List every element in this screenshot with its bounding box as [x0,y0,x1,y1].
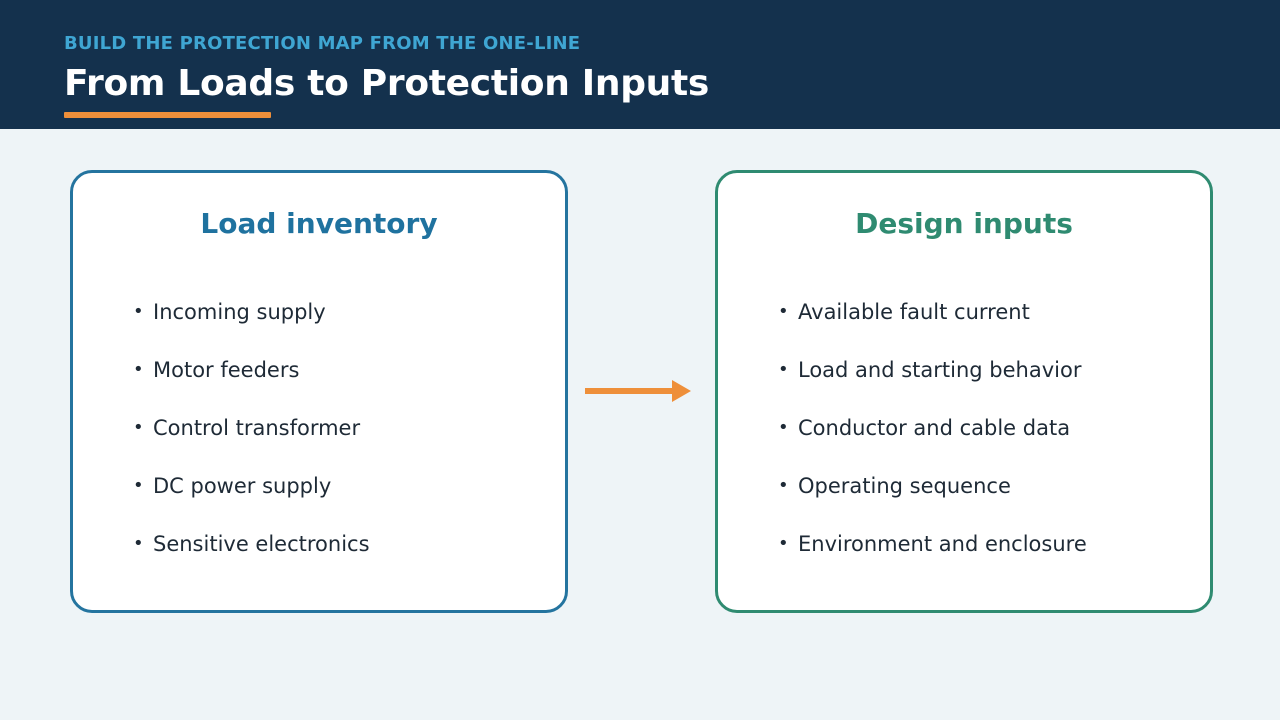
load-inventory-list: •Incoming supply •Motor feeders •Control… [133,296,370,586]
load-inventory-card: Load inventory •Incoming supply •Motor f… [70,170,568,613]
list-item: •Conductor and cable data [778,412,1087,470]
design-inputs-title: Design inputs [855,207,1073,240]
design-inputs-list: •Available fault current •Load and start… [778,296,1087,586]
slide-eyebrow: BUILD THE PROTECTION MAP FROM THE ONE-LI… [64,33,581,54]
bullet-dot-icon: • [133,417,144,438]
list-item: •Sensitive electronics [133,528,370,586]
arrow-right-icon [585,380,691,402]
bullet-dot-icon: • [133,533,144,554]
slide-header: BUILD THE PROTECTION MAP FROM THE ONE-LI… [0,0,1280,129]
bullet-dot-icon: • [133,359,144,380]
list-item: •Load and starting behavior [778,354,1087,412]
load-inventory-title: Load inventory [200,207,438,240]
title-underline [64,112,271,118]
bullet-dot-icon: • [778,533,789,554]
list-item: •Available fault current [778,296,1087,354]
bullet-dot-icon: • [133,475,144,496]
bullet-dot-icon: • [778,475,789,496]
list-item: •Motor feeders [133,354,370,412]
bullet-dot-icon: • [778,359,789,380]
list-item: •Operating sequence [778,470,1087,528]
bullet-dot-icon: • [133,301,144,322]
design-inputs-card: Design inputs •Available fault current •… [715,170,1213,613]
list-item: •Environment and enclosure [778,528,1087,586]
list-item: •Incoming supply [133,296,370,354]
slide-title: From Loads to Protection Inputs [64,63,710,104]
list-item: •DC power supply [133,470,370,528]
bullet-dot-icon: • [778,417,789,438]
list-item: •Control transformer [133,412,370,470]
bullet-dot-icon: • [778,301,789,322]
